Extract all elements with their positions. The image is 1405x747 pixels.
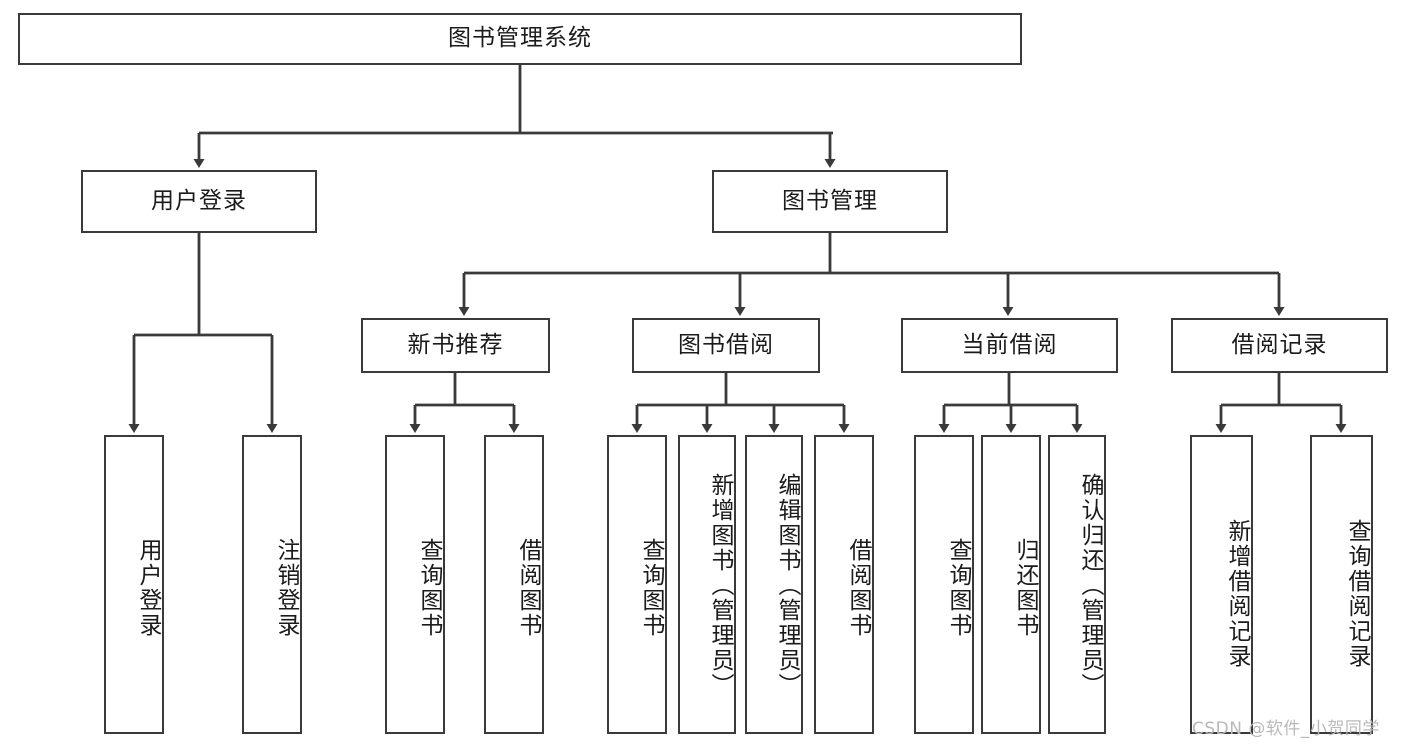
node-borrow-record[interactable]: 借阅记录 xyxy=(1171,318,1388,373)
leaf-edit-book[interactable]: 编辑图书（管理员） xyxy=(745,435,803,734)
node-user-login-label: 用户登录 xyxy=(151,187,247,214)
node-root[interactable]: 图书管理系统 xyxy=(18,13,1022,65)
leaf-borrow-book-rec-label: 借阅图书 xyxy=(515,537,541,638)
node-new-book-recommend[interactable]: 新书推荐 xyxy=(361,318,550,373)
leaf-logout[interactable]: 注销登录 xyxy=(242,435,302,734)
leaf-add-record[interactable]: 新增借阅记录 xyxy=(1190,435,1253,734)
leaf-borrow-book-rec[interactable]: 借阅图书 xyxy=(484,435,544,734)
leaf-query-book-borrow-label: 查询图书 xyxy=(638,537,664,638)
leaf-query-book-rec-label: 查询图书 xyxy=(416,537,442,638)
leaf-query-book-rec[interactable]: 查询图书 xyxy=(385,435,445,734)
leaf-return-book-label: 归还图书 xyxy=(1012,537,1038,638)
leaf-confirm-return-label: 确认归还（管理员） xyxy=(1077,473,1103,698)
leaf-query-record-label: 查询借阅记录 xyxy=(1344,518,1370,669)
node-root-label: 图书管理系统 xyxy=(448,25,592,52)
leaf-add-book-label: 新增图书（管理员） xyxy=(707,473,733,698)
leaf-return-book[interactable]: 归还图书 xyxy=(981,435,1041,734)
node-new-book-recommend-label: 新书推荐 xyxy=(407,331,504,358)
leaf-query-book-current[interactable]: 查询图书 xyxy=(914,435,974,734)
leaf-add-book[interactable]: 新增图书（管理员） xyxy=(678,435,736,734)
leaf-confirm-return[interactable]: 确认归还（管理员） xyxy=(1048,435,1106,734)
node-current-borrow[interactable]: 当前借阅 xyxy=(901,318,1118,373)
node-book-borrow[interactable]: 图书借阅 xyxy=(632,318,820,373)
leaf-logout-label: 注销登录 xyxy=(273,537,299,638)
leaf-edit-book-label: 编辑图书（管理员） xyxy=(774,473,800,698)
leaf-borrow-book[interactable]: 借阅图书 xyxy=(814,435,874,734)
node-user-login[interactable]: 用户登录 xyxy=(81,170,317,233)
node-book-borrow-label: 图书借阅 xyxy=(678,331,774,358)
leaf-borrow-book-label: 借阅图书 xyxy=(845,537,871,638)
node-book-manage[interactable]: 图书管理 xyxy=(712,170,948,233)
leaf-user-login[interactable]: 用户登录 xyxy=(104,435,164,734)
csdn-watermark: CSDN @软件_小贺同学 xyxy=(1192,719,1380,739)
node-book-manage-label: 图书管理 xyxy=(782,187,878,214)
leaf-add-record-label: 新增借阅记录 xyxy=(1224,518,1250,669)
leaf-query-book-current-label: 查询图书 xyxy=(945,537,971,638)
leaf-query-book-borrow[interactable]: 查询图书 xyxy=(607,435,667,734)
node-borrow-record-label: 借阅记录 xyxy=(1231,331,1328,358)
leaf-user-login-label: 用户登录 xyxy=(135,537,161,638)
node-current-borrow-label: 当前借阅 xyxy=(961,331,1058,358)
leaf-query-record[interactable]: 查询借阅记录 xyxy=(1310,435,1373,734)
